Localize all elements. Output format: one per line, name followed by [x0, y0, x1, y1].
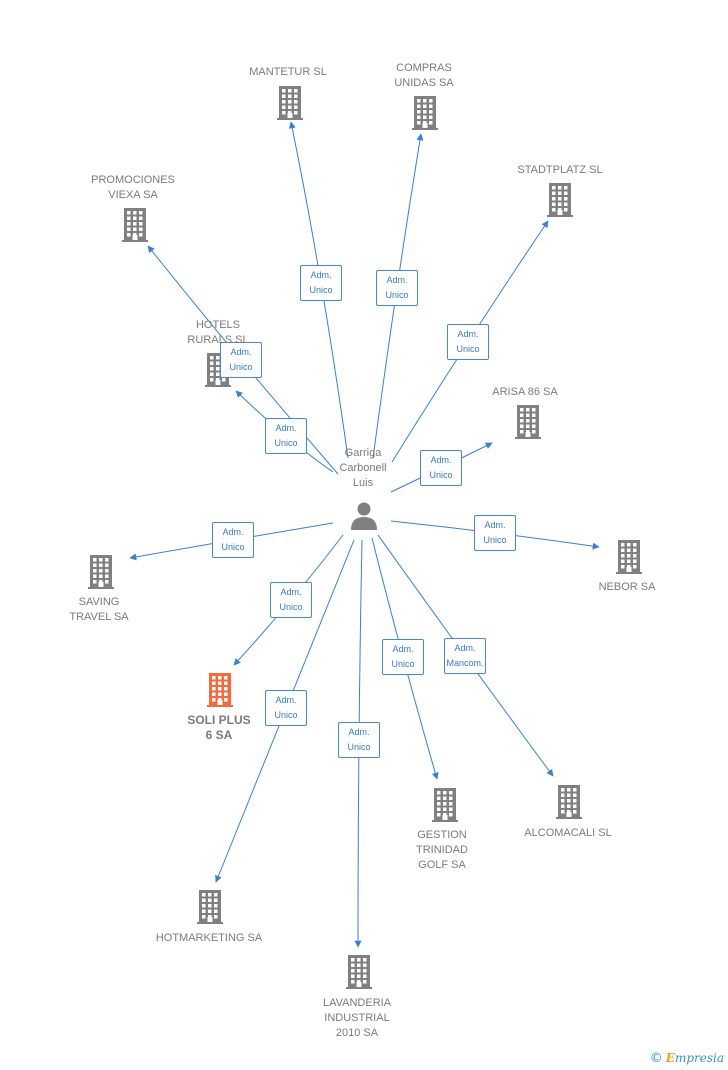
node-label-hotels[interactable]: HOTELS RURALS SL	[187, 319, 249, 346]
building-icon-saving[interactable]	[88, 555, 114, 589]
building-icon-compras[interactable]	[412, 96, 438, 130]
edge-label-soli[interactable]: Adm. Unico	[270, 582, 312, 618]
building-icon-stadtplatz[interactable]	[547, 183, 573, 217]
nodes-layer	[88, 86, 642, 989]
person-icon[interactable]	[351, 502, 377, 531]
node-label-arisa[interactable]: ARISA 86 SA	[492, 386, 558, 398]
node-label-promociones[interactable]: PROMOCIONES VIEXA SA	[91, 174, 175, 201]
edge-label-nebor[interactable]: Adm. Unico	[474, 515, 516, 551]
edge-label-gestion[interactable]: Adm. Unico	[382, 639, 424, 675]
center-person-label: Garriga Carbonell Luis	[339, 447, 387, 489]
edge-label-promociones[interactable]: Adm. Unico	[220, 342, 262, 378]
node-label-soli[interactable]: SOLI PLUS 6 SA	[187, 713, 251, 742]
edge-label-alcomacali[interactable]: Adm. Mancom.	[444, 638, 486, 674]
edge-label-stadtplatz[interactable]: Adm. Unico	[447, 324, 489, 360]
node-label-compras[interactable]: COMPRAS UNIDAS SA	[394, 62, 454, 89]
edges-layer	[129, 121, 600, 948]
building-icon-hotmarketing[interactable]	[197, 890, 223, 924]
node-label-lavanderia[interactable]: LAVANDERIA INDUSTRIAL 2010 SA	[322, 997, 392, 1039]
footer-brand: ©Empresia	[650, 1051, 724, 1066]
node-label-alcomacali[interactable]: ALCOMACALI SL	[524, 827, 612, 839]
edge-label-hotmarketing[interactable]: Adm. Unico	[265, 690, 307, 726]
building-icon-mantetur[interactable]	[277, 86, 303, 120]
building-icon-soli[interactable]	[207, 673, 233, 707]
building-icon-arisa[interactable]	[515, 405, 541, 439]
building-icon-lavanderia[interactable]	[346, 955, 372, 989]
edge-label-arisa[interactable]: Adm. Unico	[420, 450, 462, 486]
edge-label-mantetur[interactable]: Adm. Unico	[300, 265, 342, 301]
copyright-icon: ©	[649, 1051, 663, 1066]
node-label-hotmarketing[interactable]: HOTMARKETING SA	[155, 932, 263, 944]
edge-label-saving[interactable]: Adm. Unico	[212, 522, 254, 558]
building-icon-gestion[interactable]	[432, 788, 458, 822]
node-label-nebor[interactable]: NEBOR SA	[598, 581, 656, 593]
edge-label-lavanderia[interactable]: Adm. Unico	[338, 722, 380, 758]
brand-initial: E	[665, 1051, 675, 1065]
building-icon-promociones[interactable]	[122, 208, 148, 242]
node-label-gestion[interactable]: GESTION TRINIDAD GOLF SA	[416, 829, 468, 871]
building-icon-nebor[interactable]	[616, 540, 642, 574]
node-label-saving[interactable]: SAVING TRAVEL SA	[69, 596, 129, 623]
edge-label-hotels[interactable]: Adm. Unico	[265, 418, 307, 454]
edge-label-compras[interactable]: Adm. Unico	[376, 270, 418, 306]
building-icon-alcomacali[interactable]	[556, 785, 582, 819]
brand-name: mpresia	[674, 1051, 724, 1065]
node-label-stadtplatz[interactable]: STADTPLATZ SL	[517, 164, 603, 176]
node-label-mantetur[interactable]: MANTETUR SL	[249, 66, 327, 78]
